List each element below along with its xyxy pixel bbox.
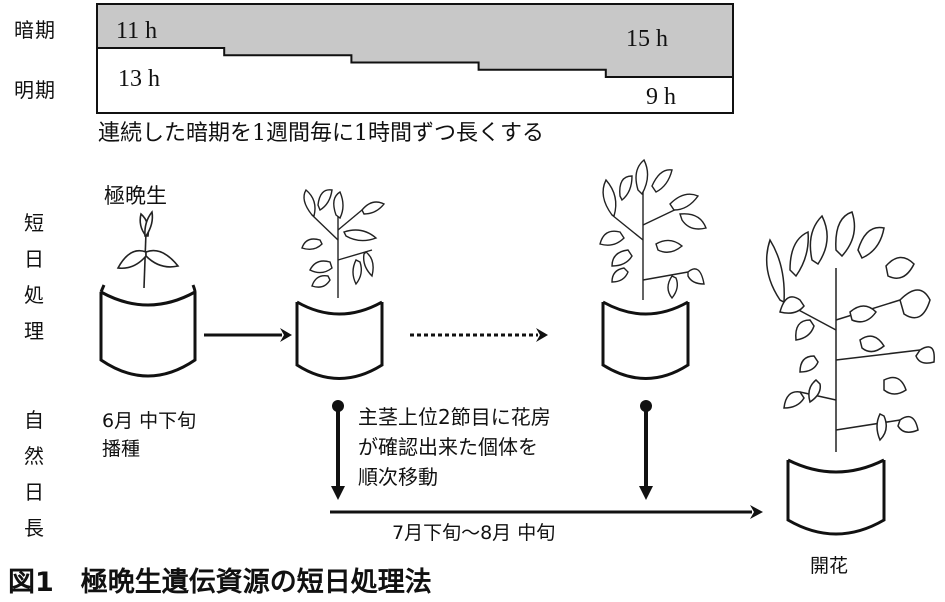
natural-daylength-arrow	[330, 505, 763, 519]
arrow-dotted-stage2-to-3	[410, 328, 548, 342]
photoperiod-box-border	[96, 3, 734, 114]
pot-stage2	[295, 300, 384, 380]
dark-period-area	[97, 4, 733, 77]
dark-period-label: 暗期	[14, 18, 56, 42]
side-char: 理	[24, 319, 44, 343]
transfer-period-label: 7月下旬〜8月 中旬	[392, 522, 556, 544]
side-char: 短	[24, 211, 44, 235]
transfer-note: 主茎上位2節目に花房 が確認出来た個体を 順次移動	[358, 402, 551, 492]
flowering-label: 開花	[810, 555, 849, 577]
sowing-date-label: 6月 中下旬	[102, 410, 197, 432]
side-char: 日	[24, 480, 44, 504]
variety-label: 極晩生	[104, 184, 167, 208]
side-char: 日	[24, 247, 44, 271]
side-char: 然	[24, 444, 44, 468]
light-end-hours: 9 h	[646, 84, 676, 110]
transfer-note-line: 順次移動	[358, 465, 438, 489]
side-char: 長	[24, 516, 44, 540]
transfer-arrow-right	[639, 400, 653, 500]
flowering-plant-icon	[765, 211, 935, 452]
photoperiod-chart	[96, 3, 734, 114]
pot-flowering	[786, 458, 886, 536]
dark-start-hours: 11 h	[116, 18, 158, 44]
short-day-treatment-label: 短 日 処 理	[22, 205, 46, 349]
light-period-label: 明期	[14, 78, 56, 102]
seedling-plant-icon	[116, 210, 180, 289]
transfer-arrow-left	[331, 400, 345, 500]
transfer-note-line: が確認出来た個体を	[358, 435, 538, 459]
natural-daylength-label: 自 然 日 長	[22, 402, 46, 546]
dark-light-boundary	[97, 47, 733, 78]
photoperiod-note: 連続した暗期を1週間毎に1時間ずつ長くする	[98, 121, 544, 146]
side-char: 自	[24, 408, 44, 432]
transfer-note-line: 主茎上位2節目に花房	[358, 405, 551, 429]
growing-plant-icon	[599, 158, 707, 300]
young-plant-icon	[301, 188, 386, 298]
pot-stage3	[601, 300, 690, 380]
arrow-solid-stage1-to-2	[204, 328, 292, 342]
pot-seedling	[99, 284, 197, 378]
figure-title: 図1 極晩生遺伝資源の短日処理法	[8, 567, 432, 598]
light-start-hours: 13 h	[118, 66, 160, 92]
dark-end-hours: 15 h	[626, 26, 668, 52]
sowing-label: 播種	[102, 438, 141, 460]
side-char: 処	[24, 283, 44, 307]
